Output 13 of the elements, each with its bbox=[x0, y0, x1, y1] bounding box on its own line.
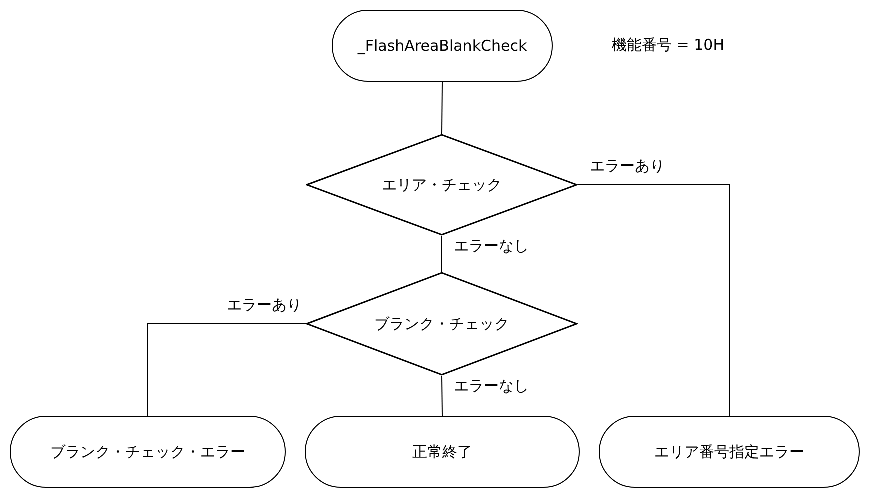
connector-line bbox=[442, 376, 443, 416]
connector-line bbox=[578, 184, 730, 416]
connector-line bbox=[442, 82, 443, 134]
function-number: 機能番号 = 10H bbox=[610, 36, 726, 55]
terminal-box: _FlashAreaBlankCheck bbox=[332, 10, 553, 82]
decision-diamond bbox=[306, 272, 578, 376]
terminal-box: 正常終了 bbox=[305, 416, 580, 488]
terminal-box: ブランク・チェック・エラー bbox=[10, 416, 286, 488]
connector-line bbox=[148, 324, 306, 416]
terminal-box: エリア番号指定エラー bbox=[599, 416, 860, 488]
decision-text: ブランク・チェック bbox=[374, 314, 510, 334]
decision-diamond bbox=[306, 134, 578, 236]
decision-text: エリア・チェック bbox=[382, 176, 502, 194]
